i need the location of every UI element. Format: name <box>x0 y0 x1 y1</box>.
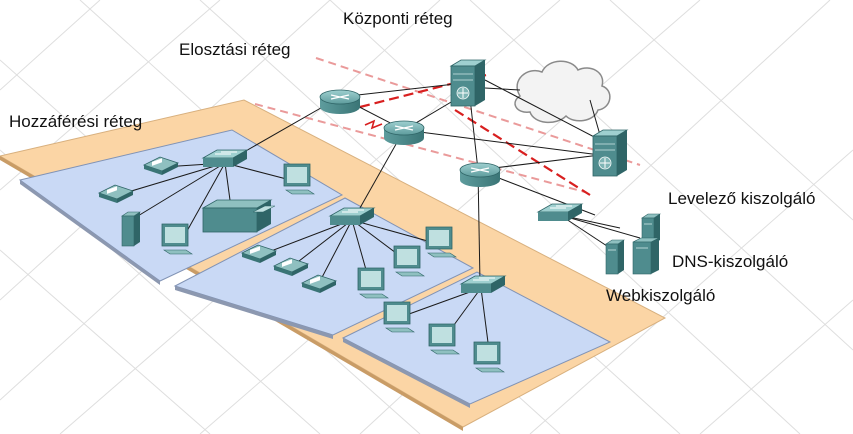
server-switch-icon <box>536 203 584 221</box>
web-server-label: Webkiszolgáló <box>606 286 716 305</box>
access-layer-label: Hozzáférési réteg <box>9 112 143 131</box>
distribution-router-1-icon <box>319 89 361 114</box>
network-links <box>117 79 641 359</box>
pc-6-icon <box>383 301 415 333</box>
ip-phone-1-icon <box>142 156 180 175</box>
distribution-router-2-icon <box>383 120 425 145</box>
core-layer-label: Központi réteg <box>343 9 453 28</box>
ip-phone-2-icon <box>97 184 135 203</box>
distribution-router-3-icon <box>459 162 501 187</box>
pc-1-icon <box>283 163 315 195</box>
pc-2-icon <box>161 223 193 255</box>
pc-4-icon <box>393 245 425 277</box>
ip-phone-5-icon <box>300 274 338 293</box>
core-switch-1-icon <box>449 59 487 107</box>
access-switch-1-icon <box>201 149 249 167</box>
mail-server-label: Levelező kiszolgáló <box>668 189 816 208</box>
pc-5-icon <box>357 267 389 299</box>
distribution-layer-label: Elosztási réteg <box>179 40 291 59</box>
pc-3-icon <box>425 226 457 258</box>
access-switch-3-icon <box>459 275 507 293</box>
pc-7-icon <box>428 323 460 355</box>
dns-server-label: DNS-kiszolgáló <box>672 252 789 271</box>
access-switch-2-icon <box>328 207 376 225</box>
access-zone-2 <box>173 197 475 339</box>
internet-cloud-icon <box>514 60 611 124</box>
access-zone-1 <box>18 129 344 285</box>
ip-phone-4-icon <box>272 257 310 276</box>
core-switch-2-icon <box>591 129 629 177</box>
printer-icon <box>201 199 276 233</box>
access-zone-3 <box>341 271 612 408</box>
ip-phone-3-icon <box>240 244 278 263</box>
pc-8-icon <box>473 341 505 373</box>
workstation-tower-icon <box>121 211 141 247</box>
web-server-icon <box>632 237 660 275</box>
dns-server-icon <box>605 239 625 275</box>
